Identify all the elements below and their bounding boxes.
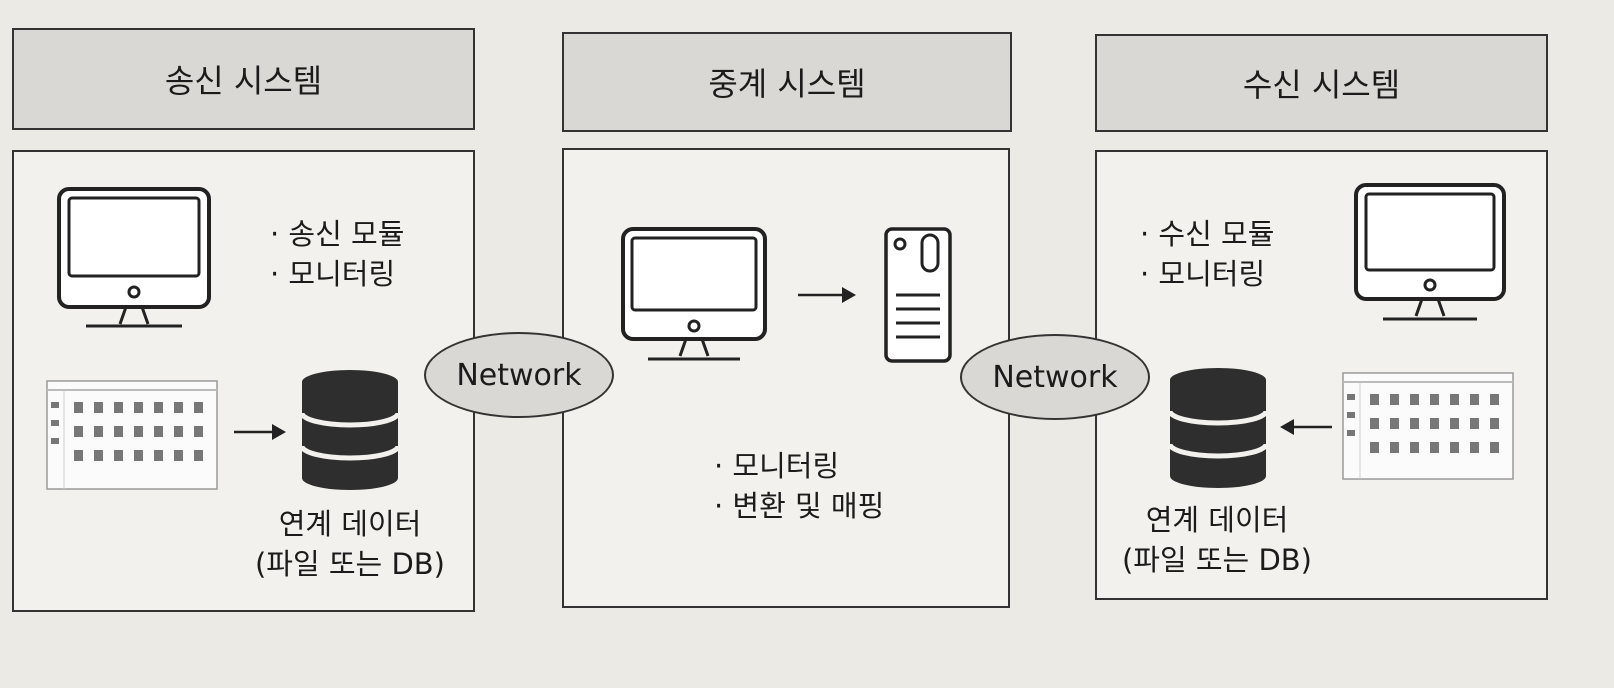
sender-item-monitoring: · 모니터링 xyxy=(270,257,396,291)
arrow-icon xyxy=(234,424,286,440)
receiver-data-label-line1: 연계 데이터 xyxy=(1145,503,1289,537)
network-right-label: Network xyxy=(992,359,1118,395)
relay-item-monitoring: · 모니터링 xyxy=(714,449,840,483)
relay-panel xyxy=(562,148,1010,608)
sender-header: 송신 시스템 xyxy=(12,28,475,130)
network-right: Network xyxy=(960,334,1150,420)
network-left-label: Network xyxy=(456,357,582,393)
receiver-data-label-line2: (파일 또는 DB) xyxy=(1121,543,1312,577)
receiver-item-monitoring: · 모니터링 xyxy=(1140,257,1266,291)
receiver-title: 수신 시스템 xyxy=(1242,66,1401,104)
database-icon xyxy=(1167,368,1269,488)
receiver-item-receive-module: · 수신 모듈 xyxy=(1140,217,1275,251)
monitor-icon xyxy=(1354,183,1506,321)
monitor-icon xyxy=(57,187,211,328)
file-list-icon xyxy=(46,380,218,490)
sender-data-label-line1: 연계 데이터 xyxy=(278,507,422,541)
arrow-icon xyxy=(1280,419,1332,435)
file-list-icon xyxy=(1342,372,1514,480)
server-icon xyxy=(884,227,952,363)
sender-data-label-line2: (파일 또는 DB) xyxy=(254,547,445,581)
receiver-header: 수신 시스템 xyxy=(1095,34,1548,132)
monitor-icon xyxy=(621,227,767,361)
database-icon xyxy=(299,370,401,490)
sender-title: 송신 시스템 xyxy=(164,62,323,100)
network-left: Network xyxy=(424,332,614,418)
relay-title: 중계 시스템 xyxy=(708,65,866,103)
relay-header: 중계 시스템 xyxy=(562,32,1012,132)
relay-item-transform-mapping: · 변환 및 매핑 xyxy=(714,489,885,523)
sender-item-send-module: · 송신 모듈 xyxy=(270,217,405,251)
arrow-icon xyxy=(798,287,856,303)
